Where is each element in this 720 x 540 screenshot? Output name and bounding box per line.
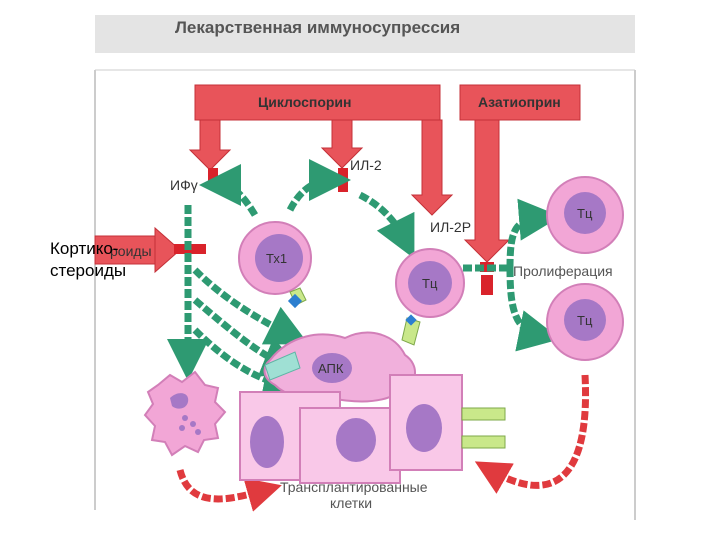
il2-label: ИЛ-2 (350, 157, 382, 173)
cyclosporin-block (188, 84, 454, 216)
red-cytotoxic-arrows (176, 374, 590, 512)
corticosteroids-line1: Кортико- (50, 239, 119, 258)
transplant-label-line2: клетки (330, 495, 372, 511)
apc-cell (263, 331, 416, 403)
tc-bottom-label: Тц (577, 313, 593, 328)
corticosteroids-fragment-label: роиды (110, 243, 152, 259)
title-band (95, 15, 635, 53)
th1-label: Тх1 (266, 251, 287, 266)
cyclosporin-label: Циклоспорин (258, 94, 352, 110)
azathioprin-block (459, 84, 581, 295)
transplant-label-line1: Трансплантированные (280, 479, 428, 495)
corticosteroids-line2: стероиды (50, 261, 127, 280)
transplanted-cells (239, 374, 506, 484)
apc-label: АПК (318, 361, 344, 376)
tc-top-cell (546, 176, 624, 254)
azathioprin-label: Азатиоприн (478, 94, 561, 110)
dying-cell (143, 370, 227, 457)
diagram-frame (94, 69, 636, 520)
corticosteroids-overlay-label: Кортико- стероиды (50, 238, 126, 282)
proliferation-label: Пролиферация (513, 263, 613, 279)
tc-bottom-cell (546, 283, 624, 361)
th1-cell (238, 221, 312, 295)
tc-center-cell (395, 248, 465, 346)
ifn-label: ИФγ (170, 177, 198, 193)
il2r-label: ИЛ-2Р (430, 219, 471, 235)
th1-receptor (287, 287, 307, 309)
page-title: Лекарственная иммуносупрессия (175, 18, 461, 37)
tc-center-label: Тц (422, 276, 438, 291)
tc-top-label: Тц (577, 206, 593, 221)
